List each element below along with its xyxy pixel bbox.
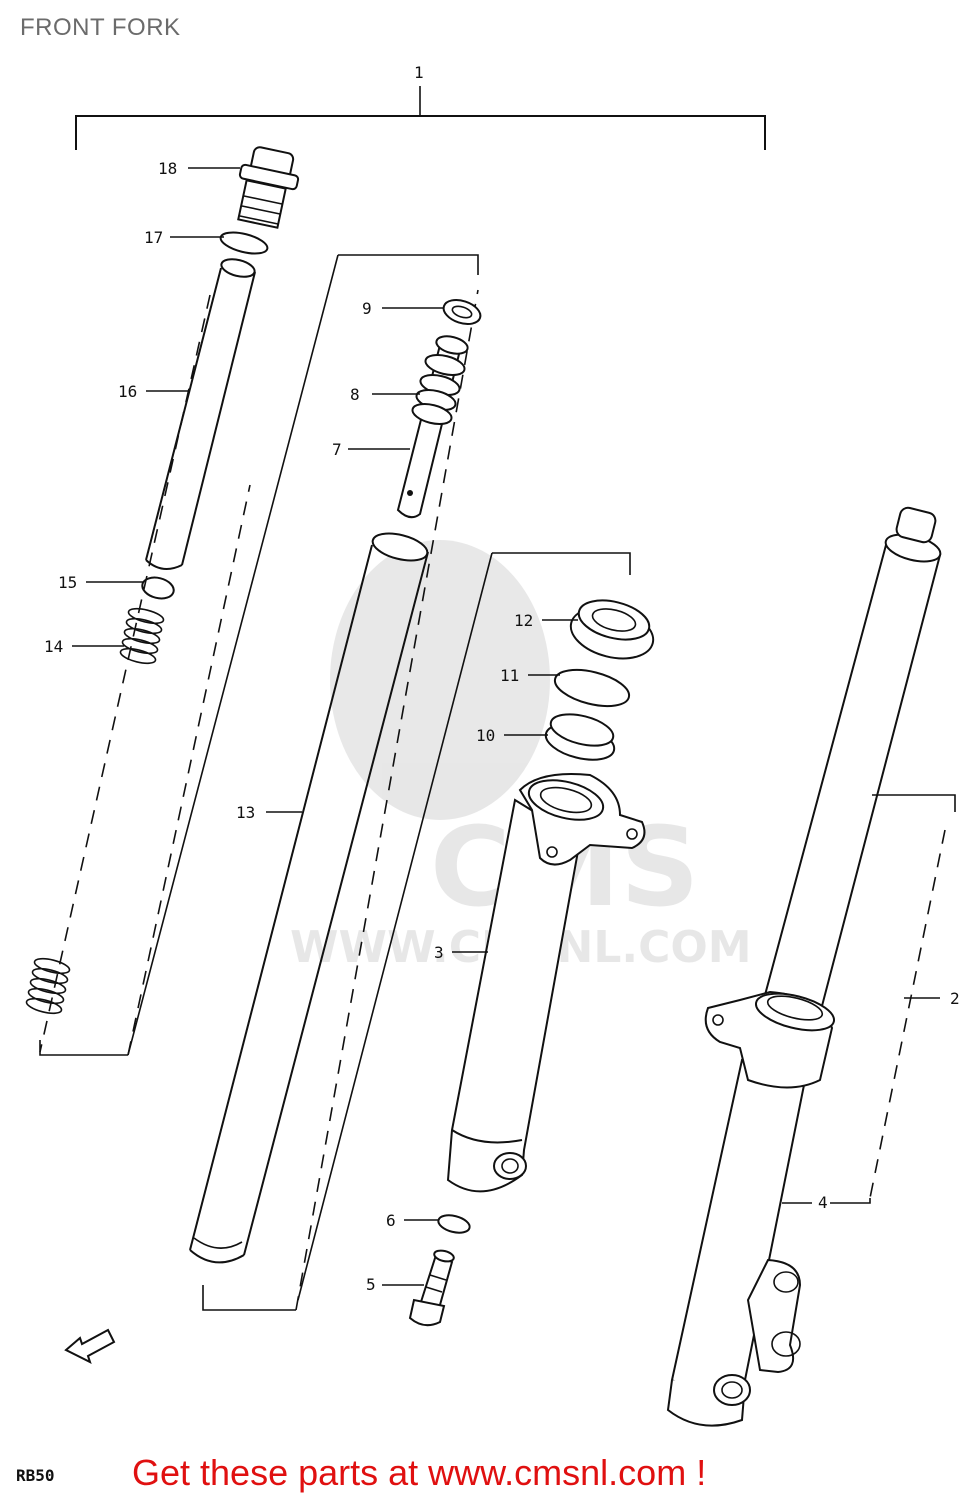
drain-bolt-gasket: [437, 1214, 471, 1234]
inner-spacer-tube: [145, 258, 256, 570]
part-label-5: 5: [366, 1275, 376, 1294]
piston-ring-set: [411, 354, 466, 425]
part-label-10: 10: [476, 726, 495, 745]
part-label-6: 6: [386, 1211, 396, 1230]
model-code: RB50: [16, 1466, 55, 1485]
footer-promo-link[interactable]: Get these parts at www.cmsnl.com !: [132, 1452, 707, 1493]
part-label-13: 13: [236, 803, 255, 822]
leader-lines: [72, 167, 940, 1286]
fork-spring-bottom: [25, 957, 71, 1015]
inner-fork-tube: [189, 532, 429, 1264]
part-labels: 1 2 3 4 5 6 7 8 9 10 11 12 13 14 15 16 1…: [44, 63, 960, 1294]
bracket-inner-parts: [39, 294, 251, 1056]
damper-bolt: [408, 1249, 455, 1327]
part-label-18: 18: [158, 159, 177, 178]
fork-spring-top: [119, 607, 165, 665]
seal-stopper-ring: [553, 668, 631, 708]
outer-tube-left: [446, 773, 646, 1193]
spring-seat-ring: [141, 576, 175, 600]
fork-cap-bolt: [237, 146, 300, 229]
part-label-14: 14: [44, 637, 63, 656]
seal-spacer: [544, 713, 616, 761]
part-label-7: 7: [332, 440, 342, 459]
o-ring: [219, 231, 269, 255]
front-direction-arrow-icon: [64, 1328, 116, 1364]
bracket-damper: [127, 254, 479, 1311]
part-label-1: 1: [414, 63, 424, 82]
part-label-3: 3: [434, 943, 444, 962]
part-label-17: 17: [144, 228, 163, 247]
part-label-11: 11: [500, 666, 519, 685]
oil-seal: [569, 599, 655, 660]
page-title: FRONT FORK: [20, 14, 181, 41]
part-label-8: 8: [350, 385, 360, 404]
damper-ring: [442, 299, 482, 325]
part-label-4: 4: [818, 1193, 828, 1212]
bracket-fork-complete: [830, 794, 956, 1204]
bracket-assembly: [75, 86, 766, 150]
part-label-2: 2: [950, 989, 960, 1008]
part-label-15: 15: [58, 573, 77, 592]
part-label-12: 12: [514, 611, 533, 630]
front-fork-assembly-right: [666, 506, 942, 1427]
part-label-16: 16: [118, 382, 137, 401]
bracket-outer-left: [297, 552, 631, 1301]
damper-rod: [396, 335, 469, 519]
part-label-9: 9: [362, 299, 372, 318]
